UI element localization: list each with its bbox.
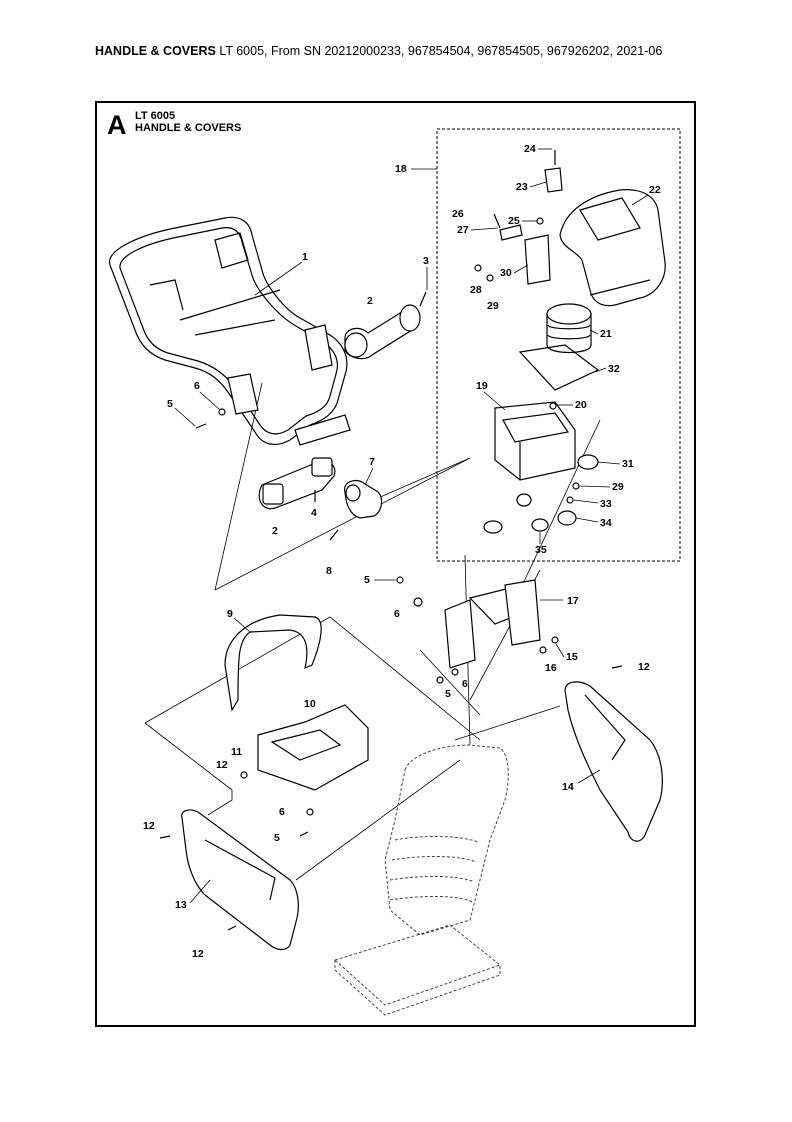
section-letter: A bbox=[107, 110, 127, 140]
frame-part-9 bbox=[224, 614, 322, 712]
callout-7: 7 bbox=[369, 456, 375, 468]
callout-27: 27 bbox=[457, 224, 469, 236]
callout-23: 23 bbox=[516, 181, 528, 193]
header-title-bold: HANDLE & COVERS bbox=[95, 44, 216, 58]
callout-12c: 12 bbox=[192, 948, 204, 960]
callout-14: 14 bbox=[562, 781, 574, 793]
subassembly-18-box bbox=[436, 128, 681, 562]
callout-17: 17 bbox=[567, 595, 579, 607]
section-model: LT 6005 bbox=[135, 110, 176, 122]
callout-21: 21 bbox=[600, 328, 612, 340]
callout-6c: 6 bbox=[462, 678, 468, 690]
callout-1: 1 bbox=[302, 251, 308, 263]
callout-15: 15 bbox=[566, 651, 578, 663]
callout-10: 10 bbox=[304, 698, 316, 710]
callout-4: 4 bbox=[311, 507, 317, 519]
side-cover-part-14 bbox=[564, 665, 663, 842]
callout-3: 3 bbox=[423, 255, 429, 267]
callout-30: 30 bbox=[500, 267, 512, 279]
bellows-part-21 bbox=[546, 303, 592, 354]
callout-2a: 2 bbox=[367, 295, 373, 307]
callout-5d: 5 bbox=[274, 832, 280, 844]
end-cap-part-7 bbox=[343, 479, 383, 519]
callout-18: 18 bbox=[395, 163, 407, 175]
tray-part-10 bbox=[240, 704, 369, 837]
callout-25: 25 bbox=[508, 215, 520, 227]
callout-5a: 5 bbox=[167, 398, 173, 410]
callout-35: 35 bbox=[535, 544, 547, 556]
callout-26: 26 bbox=[452, 208, 464, 220]
callout-33: 33 bbox=[600, 498, 612, 510]
callout-34: 34 bbox=[600, 517, 612, 529]
callout-16: 16 bbox=[545, 662, 557, 674]
page-header: HANDLE & COVERS LT 6005, From SN 2021200… bbox=[95, 44, 705, 58]
callout-6d: 6 bbox=[279, 806, 285, 818]
clamp-lower-part-2 bbox=[258, 457, 336, 510]
callout-13: 13 bbox=[175, 899, 187, 911]
callout-29b: 29 bbox=[612, 481, 624, 493]
callout-8: 8 bbox=[326, 565, 332, 577]
callout-6a: 6 bbox=[194, 380, 200, 392]
callout-6b: 6 bbox=[394, 608, 400, 620]
cover-part-22 bbox=[559, 189, 666, 307]
housing-part-19 bbox=[494, 401, 576, 481]
callout-9: 9 bbox=[227, 608, 233, 620]
callout-19: 19 bbox=[476, 380, 488, 392]
callout-29a: 29 bbox=[487, 300, 499, 312]
callout-24: 24 bbox=[524, 143, 536, 155]
callout-31: 31 bbox=[622, 458, 634, 470]
diagram-frame bbox=[95, 101, 696, 1027]
callout-28: 28 bbox=[470, 284, 482, 296]
side-cover-part-13 bbox=[159, 809, 299, 951]
callout-5b: 5 bbox=[364, 574, 370, 586]
fasteners-handle bbox=[195, 291, 427, 541]
bracket-part-17 bbox=[396, 576, 559, 684]
callout-11: 11 bbox=[231, 746, 242, 758]
header-title-rest: LT 6005, From SN 20212000233, 967854504,… bbox=[215, 44, 663, 58]
callout-labels: 1 2 2 3 4 5 5 5 5 6 6 6 6 7 8 9 10 11 12… bbox=[143, 143, 661, 960]
clamp-part-2 bbox=[344, 304, 421, 360]
callout-2b: 2 bbox=[272, 525, 278, 537]
callout-12b: 12 bbox=[143, 820, 155, 832]
callout-20: 20 bbox=[575, 399, 587, 411]
callout-22: 22 bbox=[649, 184, 661, 196]
callout-5c: 5 bbox=[445, 688, 451, 700]
section-name: HANDLE & COVERS bbox=[135, 122, 242, 134]
gasket-part-32 bbox=[518, 344, 600, 391]
machine-body-ghost bbox=[334, 744, 509, 1016]
handle-frame-part-1 bbox=[109, 216, 351, 446]
callout-12a: 12 bbox=[216, 759, 228, 771]
callout-32: 32 bbox=[608, 363, 620, 375]
small-parts-upper bbox=[474, 150, 563, 285]
callout-12d: 12 bbox=[638, 661, 650, 673]
